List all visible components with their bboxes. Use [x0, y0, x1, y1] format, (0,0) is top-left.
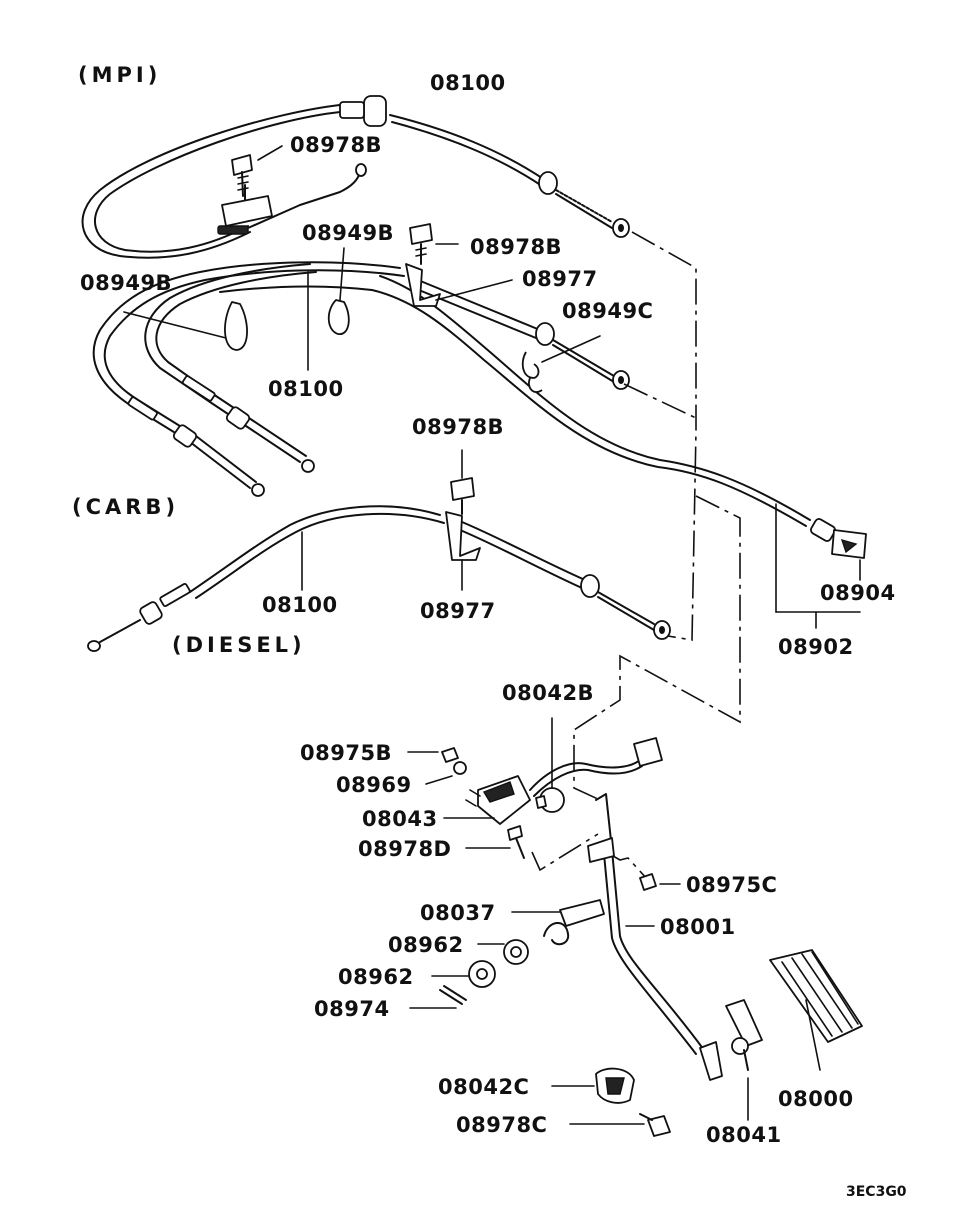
dash-leaders: [531, 231, 741, 881]
label-pedal-pad: 08000: [778, 1087, 854, 1111]
label-carb-cable: 08100: [268, 377, 344, 401]
diesel-cable: [87, 449, 671, 652]
bolt-icon: [639, 1113, 671, 1137]
label-mpi-cable: 08100: [430, 71, 506, 95]
bushing-icon: [503, 939, 529, 965]
bolt-icon: [450, 477, 475, 515]
pin-icon: [439, 985, 467, 1005]
diagram-code: 3EC3G0: [846, 1184, 907, 1200]
label-nut-b: 08975B: [300, 741, 392, 765]
stopper-icon: [595, 1067, 635, 1104]
label-diesel-cable: 08100: [262, 593, 338, 617]
label-carb-band-left: 08949B: [80, 271, 172, 295]
label-carb-clamp: 08949C: [562, 299, 653, 323]
label-switch: 08043: [362, 807, 438, 831]
bolt-icon: [507, 825, 525, 859]
section-label-diesel: (DIESEL): [172, 633, 306, 657]
knob-icon: [831, 529, 867, 559]
bolt-icon: [409, 223, 433, 265]
bushing-icon: [468, 960, 496, 988]
label-mpi-bolt: 08978B: [290, 133, 382, 157]
pedal-pad-assembly: [725, 949, 863, 1121]
label-carb-bolt: 08978B: [470, 235, 562, 259]
grommet-icon: [453, 761, 467, 775]
label-pedal-arm: 08001: [660, 915, 736, 939]
stopper-assembly: [551, 1067, 671, 1137]
label-pad-bracket: 08041: [706, 1123, 782, 1147]
label-diesel-bracket: 08977: [420, 599, 496, 623]
label-stopper: 08042C: [438, 1075, 529, 1099]
carb-cable: [92, 223, 811, 527]
label-bushing-2: 08962: [338, 965, 414, 989]
bolt-icon: [231, 154, 253, 197]
pedal-arm: [409, 793, 723, 1081]
label-bushing-1: 08962: [388, 933, 464, 957]
label-pin: 08974: [314, 997, 390, 1021]
label-knob-cable: 08902: [778, 635, 854, 659]
section-label-carb: (CARB): [72, 495, 179, 519]
switch-assembly: [407, 717, 681, 891]
label-spring: 08037: [420, 901, 496, 925]
mpi-cable: [81, 95, 630, 259]
label-diesel-bolt: 08978B: [412, 415, 504, 439]
label-switch-cap: 08042B: [502, 681, 594, 705]
label-carb-band-top: 08949B: [302, 221, 394, 245]
knob-cable: [775, 503, 867, 629]
label-knob: 08904: [820, 581, 896, 605]
nut-icon: [441, 747, 459, 763]
nut-icon: [639, 873, 657, 891]
label-bolt-d: 08978D: [358, 837, 452, 861]
section-label-mpi: (MPI): [78, 63, 161, 87]
label-nut-c: 08975C: [686, 873, 777, 897]
label-carb-bracket: 08977: [522, 267, 598, 291]
label-grommet: 08969: [336, 773, 412, 797]
label-bolt-c: 08978C: [456, 1113, 547, 1137]
